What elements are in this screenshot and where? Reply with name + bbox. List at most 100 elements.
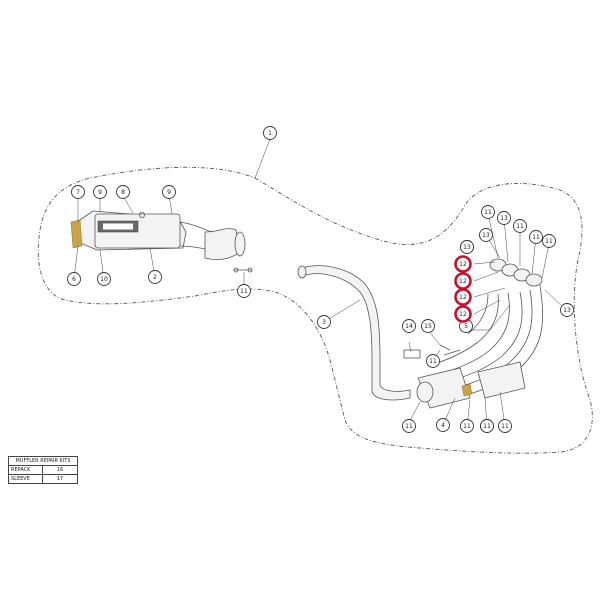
callout-15: 15 [421, 319, 435, 333]
callout-11: 11 [460, 419, 474, 433]
callout-label: 9 [167, 189, 171, 196]
callout-13: 13 [497, 211, 511, 225]
callout-label: 2 [153, 274, 157, 281]
callout-11: 11 [481, 205, 495, 219]
repair-kit-name: REPACK [8, 465, 43, 475]
callout-11: 11 [513, 219, 527, 233]
callout-label: 8 [121, 189, 125, 196]
callout-circle [71, 185, 85, 199]
repair-kit-number: 17 [42, 474, 78, 484]
callout-circle [479, 228, 493, 242]
callout-1: 1 [263, 126, 277, 140]
callout-6: 6 [67, 272, 81, 286]
callout-9: 9 [93, 185, 107, 199]
callout-circle [529, 230, 543, 244]
callout-circle [497, 211, 511, 225]
callout-circle [460, 240, 474, 254]
callout-label: 5 [464, 323, 468, 330]
highlighted-callout-circle [454, 305, 472, 323]
callout-7: 7 [71, 185, 85, 199]
callout-label: 1 [268, 130, 272, 137]
callout-12: 12 [454, 272, 472, 290]
callout-13: 13 [460, 240, 474, 254]
callout-11: 11 [529, 230, 543, 244]
highlighted-callout-circle [454, 255, 472, 273]
callout-11: 11 [402, 419, 416, 433]
callout-label: 13 [563, 307, 571, 314]
callout-circle [317, 315, 331, 329]
callout-circle [116, 185, 130, 199]
repair-table-title: MUFFLER REPAIR KITS [8, 456, 78, 466]
callout-circle [162, 185, 176, 199]
callout-label: 9 [98, 189, 102, 196]
callout-12: 12 [454, 305, 472, 323]
callout-11: 11 [542, 234, 556, 248]
table-row: SLEEVE 17 [8, 474, 78, 484]
callout-label: 7 [76, 189, 80, 196]
callout-14: 14 [402, 319, 416, 333]
header-pipes [403, 258, 544, 409]
callout-label: 4 [441, 422, 445, 429]
callout-label: 12 [459, 261, 467, 268]
muffler [70, 210, 223, 253]
callout-9: 9 [162, 185, 176, 199]
callout-circle [460, 419, 474, 433]
callout-circle [402, 419, 416, 433]
callout-11: 11 [426, 354, 440, 368]
callout-label: 11 [532, 234, 540, 241]
callout-label: 11 [429, 358, 437, 365]
callout-label: 11 [463, 423, 471, 430]
repair-kit-name: SLEEVE [8, 474, 43, 484]
callout-13: 13 [560, 303, 574, 317]
callout-label: 3 [322, 319, 326, 326]
callout-11: 11 [480, 419, 494, 433]
highlighted-callout-circle [454, 288, 472, 306]
callout-4: 4 [436, 418, 450, 432]
callout-3: 3 [317, 315, 331, 329]
callout-label: 11 [483, 423, 491, 430]
callout-label: 11 [501, 423, 509, 430]
callout-circle [436, 418, 450, 432]
mid-pipe [297, 265, 411, 401]
callout-circle [93, 185, 107, 199]
callout-label: 12 [459, 311, 467, 318]
callout-12: 12 [454, 288, 472, 306]
callout-10: 10 [97, 272, 111, 286]
link-pipe [204, 228, 253, 273]
repair-kit-number: 16 [42, 465, 78, 475]
callout-group: 1234567899101111111111111111111111121212… [67, 126, 574, 433]
callout-label: 12 [459, 278, 467, 285]
callout-label: 6 [72, 276, 76, 283]
callout-label: 13 [482, 232, 490, 239]
callout-circle [148, 270, 162, 284]
callout-label: 11 [405, 423, 413, 430]
callout-circle [237, 284, 251, 298]
callout-circle [560, 303, 574, 317]
callout-2: 2 [148, 270, 162, 284]
callout-circle [263, 126, 277, 140]
callout-12: 12 [454, 255, 472, 273]
callout-circle [513, 219, 527, 233]
callout-circle [421, 319, 435, 333]
callout-11: 11 [498, 419, 512, 433]
callout-label: 11 [545, 238, 553, 245]
callout-circle [426, 354, 440, 368]
callout-label: 14 [405, 323, 413, 330]
callout-label: 11 [516, 223, 524, 230]
callout-label: 11 [240, 288, 248, 295]
assembly-boundary [37, 166, 593, 454]
callout-label: 15 [424, 323, 432, 330]
callout-circle [481, 205, 495, 219]
callout-label: 10 [100, 276, 108, 283]
callout-label: 13 [500, 215, 508, 222]
callout-circle [67, 272, 81, 286]
callout-circle [542, 234, 556, 248]
callout-circle [480, 419, 494, 433]
callout-11: 11 [237, 284, 251, 298]
callout-circle [498, 419, 512, 433]
callout-circle [402, 319, 416, 333]
callout-label: 12 [459, 294, 467, 301]
muffler-repair-kits-table: MUFFLER REPAIR KITS REPACK 16 SLEEVE 17 [8, 456, 78, 484]
callout-8: 8 [116, 185, 130, 199]
